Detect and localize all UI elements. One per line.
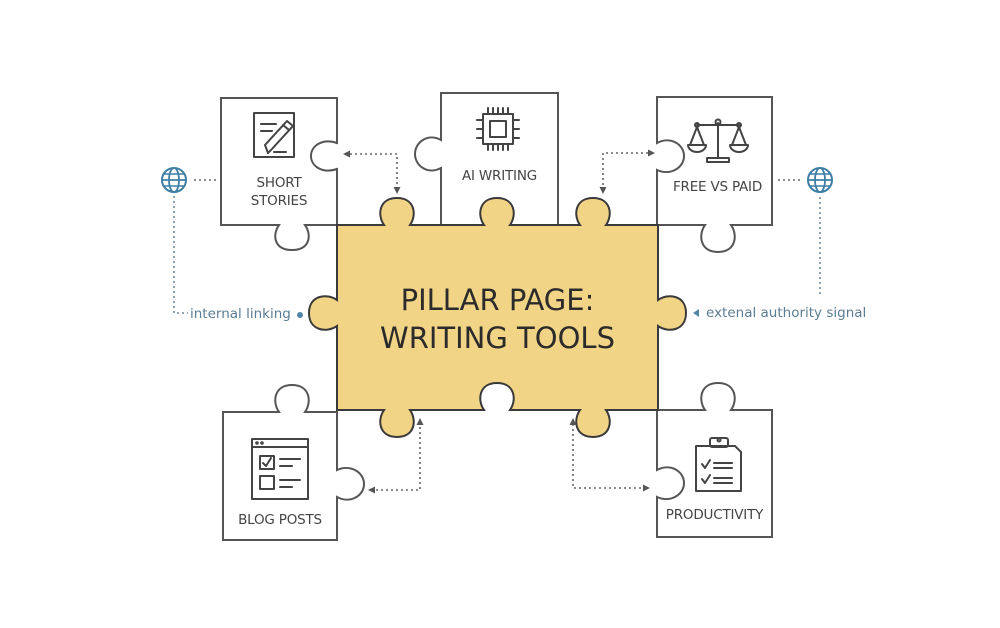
cpu-chip-icon bbox=[476, 107, 520, 151]
arrow-head-icon bbox=[343, 150, 350, 158]
balance-scale-icon bbox=[687, 118, 749, 163]
globe-icon bbox=[161, 167, 187, 193]
center-title-line2: WRITING TOOLS bbox=[380, 321, 615, 355]
connector-free-vs-paid bbox=[602, 152, 648, 188]
piece-ai-writing bbox=[413, 92, 559, 226]
piece-free-vs-paid bbox=[656, 96, 773, 254]
label-line: FREE VS PAID bbox=[672, 179, 763, 195]
connector-internal-linking bbox=[173, 196, 188, 314]
document-pencil-icon bbox=[253, 112, 295, 158]
label-line: SHORT bbox=[256, 175, 302, 191]
clipboard-checklist-icon bbox=[695, 437, 742, 492]
center-title: PILLAR PAGE: WRITING TOOLS bbox=[337, 281, 658, 357]
piece-productivity bbox=[656, 381, 773, 538]
center-pillar-piece bbox=[307, 196, 688, 439]
piece-label-short-stories: SHORT STORIES bbox=[221, 174, 337, 210]
center-title-line1: PILLAR PAGE: bbox=[400, 283, 595, 317]
label-line: PRODUCTIVITY bbox=[665, 507, 764, 523]
piece-label-free-vs-paid: FREE VS PAID bbox=[657, 178, 778, 196]
arrow-head-icon bbox=[368, 486, 375, 494]
arrow-head-icon bbox=[648, 149, 655, 157]
annotation-arrow-right bbox=[693, 309, 699, 317]
arrow-head-icon bbox=[599, 187, 607, 194]
label-line: AI WRITING bbox=[461, 168, 537, 184]
annotation-dot-left bbox=[297, 312, 303, 318]
label-line: BLOG POSTS bbox=[238, 512, 322, 528]
piece-label-ai-writing: AI WRITING bbox=[441, 167, 558, 185]
label-line: STORIES bbox=[250, 193, 308, 209]
annotation-internal-linking: internal linking bbox=[190, 306, 291, 322]
browser-checklist-icon bbox=[251, 438, 309, 500]
globe-icon bbox=[807, 167, 833, 193]
arrow-head-icon bbox=[569, 418, 577, 425]
piece-label-productivity: PRODUCTIVITY bbox=[657, 506, 772, 524]
arrow-head-icon bbox=[393, 187, 401, 194]
arrow-head-icon bbox=[643, 484, 650, 492]
piece-blog-posts bbox=[222, 383, 366, 541]
piece-label-blog-posts: BLOG POSTS bbox=[223, 511, 337, 529]
annotation-external-authority: extenal authority signal bbox=[706, 305, 867, 321]
connector-productivity bbox=[572, 424, 643, 489]
connector-short-stories bbox=[350, 153, 398, 188]
arrow-head-icon bbox=[416, 418, 424, 425]
